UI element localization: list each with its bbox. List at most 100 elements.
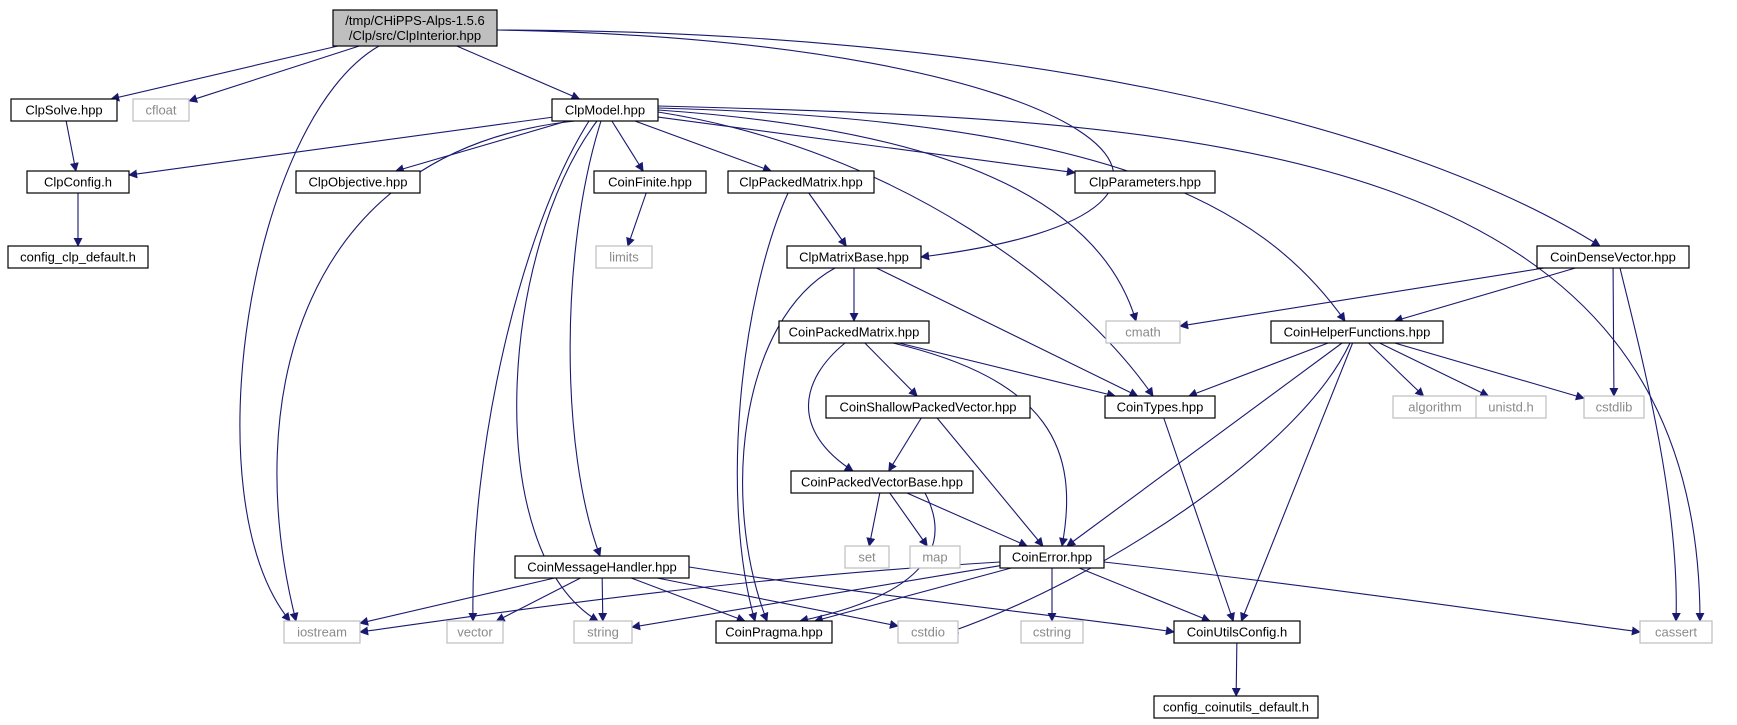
node-box [283,620,361,644]
node-cassert: cassert [1639,620,1713,644]
node-label: cstdio [911,624,945,639]
node-label: CoinDenseVector.hpp [1550,249,1676,264]
node-label: cstring [1033,624,1071,639]
edge-line [876,267,1139,397]
edge-coinerror-to-coinutilsconfig [1078,567,1211,623]
node-clpparameters[interactable]: ClpParameters.hpp [1074,170,1216,194]
edge-line [936,417,1044,547]
node-label: CoinTypes.hpp [1117,399,1204,414]
node-cstdlib: cstdlib [1583,395,1645,419]
edge-line [516,120,599,622]
edge-clpmodel-to-coinfinite [611,120,644,172]
node-coinpackedvectorbase[interactable]: CoinPackedVectorBase.hpp [790,470,974,494]
edge-line [1163,417,1235,622]
file-nodes: /tmp/CHiPPS-Alps-1.5.6/Clp/src/ClpInteri… [7,9,1713,719]
edge-coinhelper-to-coinerror [1066,342,1343,547]
node-box [10,98,118,122]
node-clpmodel[interactable]: ClpModel.hpp [551,98,659,122]
edge-line [496,29,1601,247]
node-label: ClpMatrixBase.hpp [799,249,909,264]
edge-line [906,492,1028,547]
node-map: map [909,545,961,569]
node-label: CoinPackedMatrix.hpp [789,324,920,339]
node-box [844,545,890,569]
edge-root-to-iostream [239,45,380,622]
node-label: ClpModel.hpp [565,102,645,117]
edge-clpmodel-to-cassert [657,105,1705,622]
edge-line [1231,642,1241,697]
node-iostream: iostream [283,620,361,644]
edge-clpmodel-to-iostream [276,120,576,622]
edge-line [468,120,590,622]
node-box [1536,245,1690,269]
node-coinshallow[interactable]: CoinShallowPackedVector.hpp [825,395,1031,419]
node-box [715,620,833,644]
node-box [332,9,498,47]
edge-line [626,192,647,247]
edge-line [1379,342,1490,397]
edge-line [807,342,854,472]
edge-coinmessagehandler-to-iostream [359,577,555,626]
edge-line [1368,342,1425,397]
edge-coinmessagehandler-to-coinpragma [630,577,746,623]
edge-line [496,29,1115,261]
edge-line [128,116,553,179]
node-clpmatrixbase[interactable]: ClpMatrixBase.hpp [786,245,922,269]
node-clpsolve[interactable]: ClpSolve.hpp [10,98,118,122]
edge-line [889,492,928,547]
node-label: CoinFinite.hpp [608,174,692,189]
edge-line [1078,567,1211,623]
node-cointypes[interactable]: CoinTypes.hpp [1104,395,1216,419]
edge-clpmodel-to-string [516,120,599,622]
node-box [1153,695,1319,719]
node-configclp[interactable]: config_clp_default.h [7,245,149,269]
edge-line [892,342,1068,547]
edge-coinerror-to-cassert [1103,561,1641,636]
edge-line [742,267,836,622]
node-coinutilsconfig[interactable]: CoinUtilsConfig.h [1173,620,1301,644]
edge-line [813,567,1012,624]
node-clpconfig[interactable]: ClpConfig.h [26,170,130,194]
edge-coindensevector-to-cstdlib [1609,267,1619,397]
node-coinpackedmatrix[interactable]: CoinPackedMatrix.hpp [778,320,930,344]
node-coinmessagehandler[interactable]: CoinMessageHandler.hpp [514,555,690,579]
edge-line [799,492,936,624]
node-unistd: unistd.h [1475,395,1547,419]
node-label: cstdlib [1596,399,1633,414]
node-clpobjective[interactable]: ClpObjective.hpp [295,170,421,194]
edge-clpmodel-to-clpparameters [657,116,1076,177]
node-configcoinutils[interactable]: config_coinutils_default.h [1153,695,1319,719]
edge-line [630,577,746,623]
node-label: string [587,624,619,639]
edge-clppackedmatrix-to-clpmatrixbase [808,192,847,247]
edge-line [657,105,1705,622]
node-clppackedmatrix[interactable]: ClpPackedMatrix.hpp [727,170,875,194]
node-coinfinite[interactable]: CoinFinite.hpp [593,170,707,194]
node-label: cassert [1655,624,1697,639]
edge-line [359,561,1001,636]
node-coinerror[interactable]: CoinError.hpp [999,545,1105,569]
edge-line [657,577,899,629]
node-coindensevector[interactable]: CoinDenseVector.hpp [1536,245,1690,269]
edge-clpmodel-to-cmath [657,109,1138,322]
edge-coinutilsconfig-to-configcoinutils [1231,642,1241,697]
edge-line [1066,342,1343,547]
node-coinhelper[interactable]: CoinHelperFunctions.hpp [1270,320,1444,344]
node-label: config_clp_default.h [20,249,136,264]
node-box [1105,320,1181,344]
node-root[interactable]: /tmp/CHiPPS-Alps-1.5.6/Clp/src/ClpInteri… [332,9,498,47]
edge-coinhelper-to-cstdio [949,342,1351,634]
edge-coinmessagehandler-to-vector [495,577,581,622]
edge-coinpackedmatrix-to-cointypes [898,342,1116,399]
edge-line [864,342,918,397]
node-box [897,620,959,644]
edge-line [611,120,644,172]
node-algorithm: algorithm [1392,395,1478,419]
edge-clpmodel-to-vector [468,120,590,622]
edge-line [898,342,1116,399]
node-label: config_coinutils_default.h [1163,699,1309,714]
node-coinpragma[interactable]: CoinPragma.hpp [715,620,833,644]
edge-coinpackedvectorbase-to-coinerror [906,492,1028,547]
node-box [909,545,961,569]
